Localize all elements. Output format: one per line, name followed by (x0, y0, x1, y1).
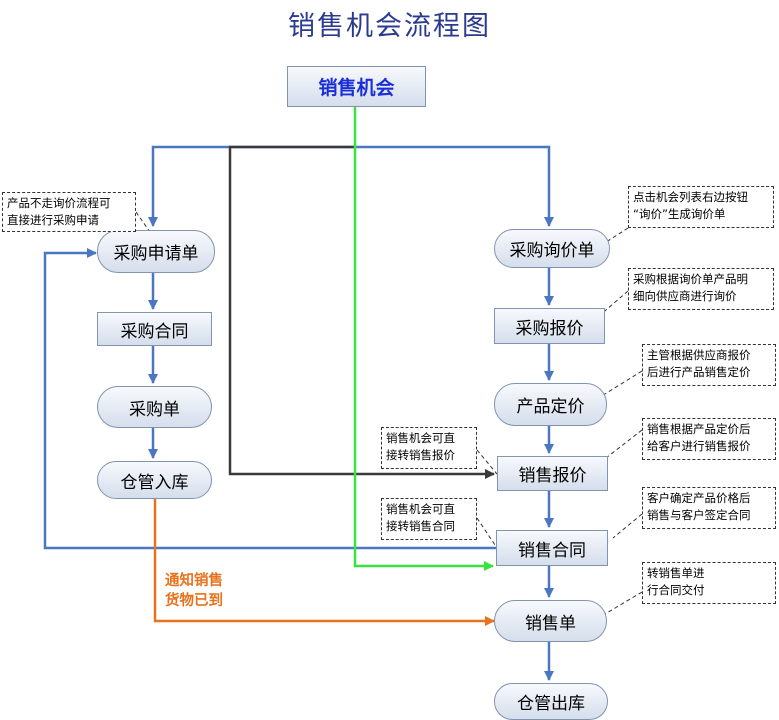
note-click-inquiry-button: 点击机会列表右边按钮 “询价”生成询价单 (628, 186, 774, 228)
note-direct-to-sales-contract: 销售机会可直 接转销售合同 (381, 498, 477, 540)
page-title: 销售机会流程图 (288, 11, 491, 42)
node-purchase-inquiry: 采购询价单 (494, 229, 610, 268)
node-sales-quote: 销售报价 (497, 456, 608, 491)
note-customer-confirm: 客户确定产品价格后 销售与客户签定合同 (642, 487, 776, 529)
link-opportunity-to-purchase-request (148, 145, 355, 227)
node-warehouse-in: 仓管入库 (97, 461, 212, 499)
link-warehouse-in-to-sales-order (153, 499, 495, 626)
node-product-pricing: 产品定价 (494, 383, 607, 426)
link-sales-contract-to-purchase-request (43, 248, 496, 550)
node-sales-order: 销售单 (494, 600, 607, 642)
note-sales-quote-customer: 销售根据产品定价后 给客户进行销售报价 (642, 418, 776, 460)
label-notify-goods-arrived: 通知销售 货物已到 (165, 573, 223, 609)
node-purchase-request: 采购申请单 (97, 230, 215, 273)
note-inquire-supplier: 采购根据询价单产品明 细向供应商进行询价 (628, 268, 774, 310)
link-opportunity-to-sales-contract (353, 107, 494, 571)
link-opportunity-to-inquiry (355, 145, 554, 227)
node-warehouse-out: 仓管出库 (494, 683, 608, 720)
link-opportunity-to-sales-quote (228, 145, 495, 479)
note-direct-to-sales-quote: 销售机会可直 接转销售报价 (381, 427, 477, 469)
node-purchase-quote: 采购报价 (494, 308, 605, 344)
node-sales-contract: 销售合同 (496, 530, 608, 566)
note-skip-inquiry: 产品不走询价流程可 直接进行采购申请 (2, 192, 136, 232)
node-purchase-order: 采购单 (97, 386, 212, 428)
node-purchase-contract: 采购合同 (97, 312, 212, 346)
note-to-sales-order: 转销售单进 行合同交付 (642, 562, 776, 604)
note-manager-pricing: 主管根据供应商报价 后进行产品销售定价 (642, 344, 776, 386)
node-sales-opportunity: 销售机会 (287, 66, 426, 107)
